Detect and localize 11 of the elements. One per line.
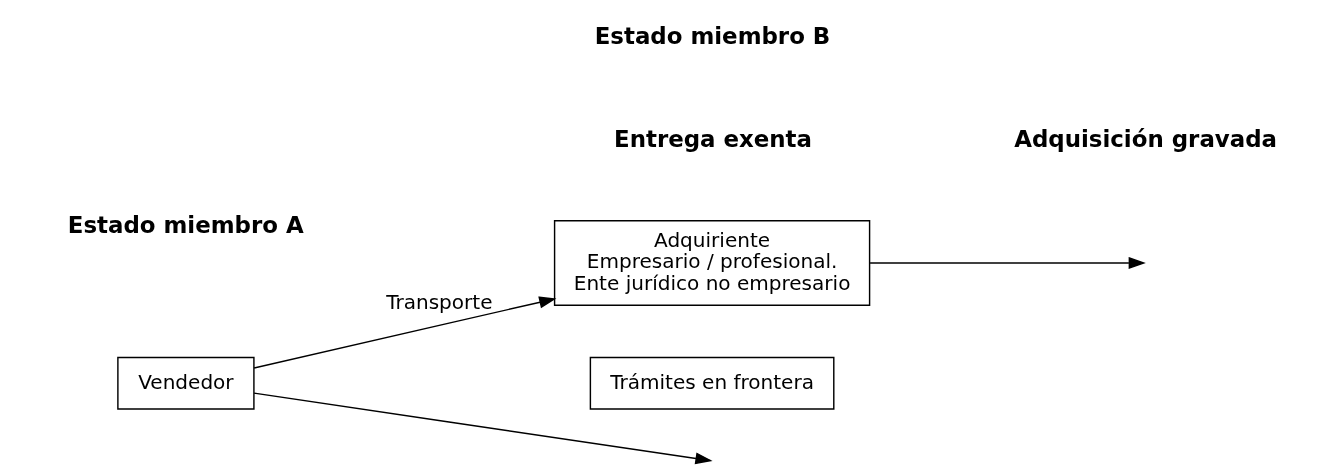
- label: Estado miembro B: [594, 22, 831, 49]
- arrow: [253, 296, 557, 369]
- label: Adquisición gravada: [1014, 125, 1278, 152]
- node-box: Trámites en frontera: [589, 356, 835, 410]
- label: Estado miembro A: [67, 211, 304, 238]
- label: Entrega exenta: [614, 125, 813, 152]
- arrow: [869, 257, 1146, 270]
- arrow: [253, 392, 713, 465]
- node-box: Adquiriente Empresario / profesional. Ente jurídico no empresario: [553, 220, 871, 306]
- edge-label: Transporte: [386, 290, 493, 315]
- node-box: Vendedor: [117, 356, 255, 410]
